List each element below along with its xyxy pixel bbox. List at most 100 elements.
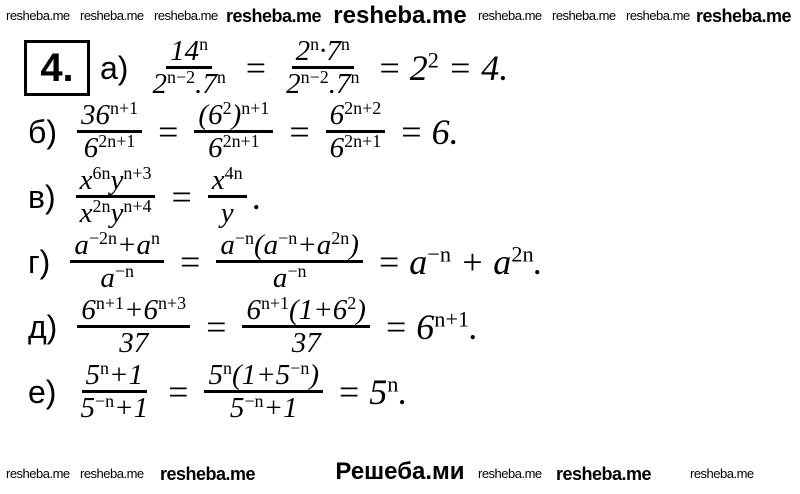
watermark: resheba.me <box>552 8 616 23</box>
term-exponent: n−2 <box>300 67 329 88</box>
term-base: ) <box>309 359 319 391</box>
term-base: . <box>398 371 408 412</box>
row-label: а) <box>100 49 129 86</box>
term-base: 14 <box>170 35 200 67</box>
denominator: x2nyn+4 <box>76 196 156 229</box>
term-exponent: n+1 <box>434 306 470 332</box>
result-expression: 22 = 4. <box>410 48 508 88</box>
term-base: y <box>220 197 234 229</box>
term-base: .7 <box>195 68 217 100</box>
equals-sign: = <box>379 47 400 88</box>
term-base: +1 <box>109 359 144 391</box>
term-base: .7 <box>328 68 351 100</box>
numerator: a−n(a−n+a2n) <box>216 228 363 263</box>
term-exponent: n <box>100 358 109 379</box>
term-base: a <box>272 262 288 294</box>
watermark: resheba.me <box>160 464 256 484</box>
term-exponent: 2n <box>511 241 534 267</box>
term-base: a <box>100 262 115 294</box>
equals-sign: = <box>385 306 407 347</box>
term-exponent: n <box>387 371 399 397</box>
numerator: 6n+1+6n+3 <box>77 294 191 328</box>
term-exponent: n <box>216 67 226 88</box>
term-base: a <box>409 241 428 282</box>
equals-sign: = <box>206 306 227 347</box>
term-base: 6 <box>416 306 435 347</box>
term-base: 2 <box>286 68 301 100</box>
numerator: 5n(1+5−n) <box>204 359 323 393</box>
watermark: resheba.me <box>6 466 70 481</box>
numerator: (62)n+1 <box>194 98 274 133</box>
term-exponent: 2n <box>331 228 350 249</box>
fraction: 6n+1(1+62)37 <box>242 293 370 358</box>
equals-sign: = <box>158 111 179 152</box>
term-base: 5 <box>369 371 388 412</box>
denominator: y <box>217 198 238 228</box>
term-base: . <box>469 306 479 347</box>
term-exponent: −n <box>287 261 307 282</box>
term-base: 5 <box>208 359 223 391</box>
watermark: resheba.me <box>556 464 652 484</box>
fraction: a−n(a−n+a2n)a−n <box>216 228 363 294</box>
term-base: (a <box>253 229 279 261</box>
term-exponent: n+1 <box>260 293 290 314</box>
term-base: y <box>110 197 124 229</box>
term-base: ) <box>356 294 366 326</box>
term-exponent: 2 <box>222 98 232 119</box>
term-base: = 4. <box>438 47 509 88</box>
term-exponent: n+1 <box>109 98 139 119</box>
result-expression: a−n + a2n. <box>409 242 542 282</box>
term-exponent: 4n <box>224 163 243 184</box>
equals-sign: = <box>168 371 189 412</box>
result-expression: . <box>253 177 262 217</box>
numerator: 6n+1(1+62) <box>242 293 370 328</box>
term-exponent: 2n <box>92 196 111 217</box>
denominator: 2n−2.7n <box>148 67 229 100</box>
denominator: a−n <box>96 261 138 294</box>
term-base: 6 <box>246 294 261 326</box>
denominator: 62n+1 <box>80 132 140 163</box>
equals-sign: = <box>180 241 201 282</box>
row-label: е) <box>28 373 57 410</box>
term-base: ) <box>231 99 242 131</box>
term-base: y <box>110 164 124 196</box>
watermark: resheba.me <box>478 8 542 23</box>
numerator: a−2n+an <box>70 228 164 263</box>
term-base: ) <box>349 229 359 261</box>
watermark: resheba.me <box>80 466 144 481</box>
term-base: +1 <box>263 392 298 424</box>
term-exponent: n <box>340 34 350 55</box>
numerator: 14n <box>166 34 213 69</box>
term-exponent: 2n+2 <box>344 98 382 119</box>
row-label: г) <box>28 243 51 280</box>
numerator: 36n+1 <box>76 98 143 133</box>
term-exponent: n+4 <box>123 196 152 217</box>
term-base: 2 <box>409 47 428 88</box>
equals-sign: = <box>245 47 267 88</box>
term-exponent: n <box>151 228 160 249</box>
term-base: +6 <box>123 294 159 326</box>
term-exponent: n <box>199 34 209 55</box>
numerator: x6nyn+3 <box>75 164 156 198</box>
equals-sign: = <box>338 371 360 412</box>
term-base: (6 <box>198 99 223 131</box>
term-base: +a <box>116 229 152 261</box>
term-base: + a <box>451 241 512 282</box>
term-base: (1+6 <box>289 294 348 326</box>
term-base: a <box>74 229 89 261</box>
term-base: 6 <box>208 132 223 164</box>
term-exponent: −n <box>114 261 134 282</box>
term-exponent: 2n+1 <box>344 131 382 152</box>
